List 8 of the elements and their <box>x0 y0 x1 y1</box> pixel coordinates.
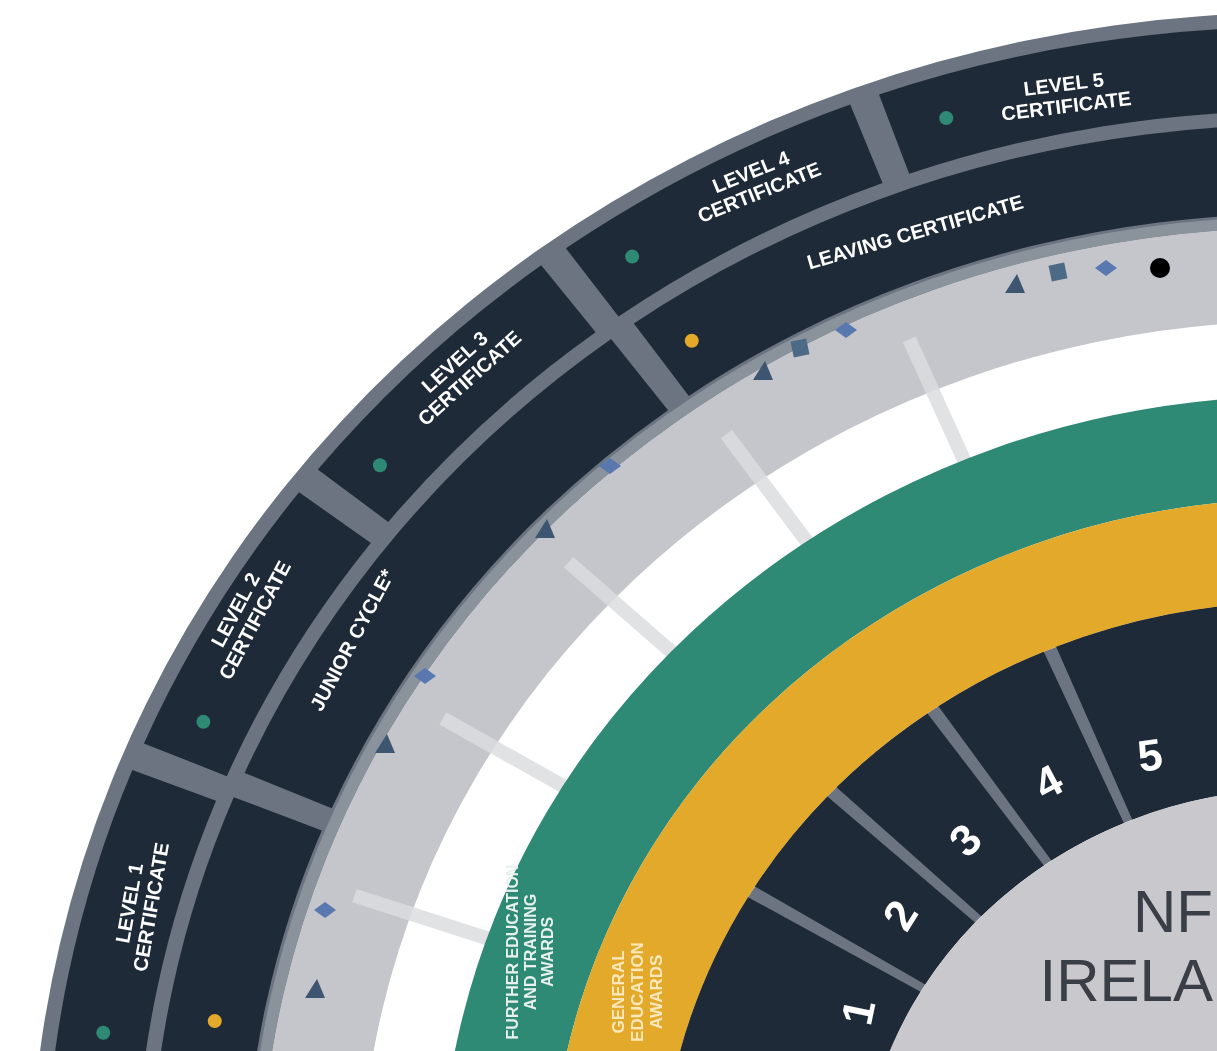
level-number: 2 <box>872 891 928 939</box>
level-number: 3 <box>939 813 991 867</box>
level-number: 1 <box>831 994 885 1030</box>
level-number: 4 <box>1025 754 1071 810</box>
level-number: 5 <box>1134 728 1166 781</box>
segment-label: LEVEL 5 CERTIFICATE <box>1000 68 1133 125</box>
center-title: NF IRELA <box>1039 877 1213 1014</box>
band-label: GENERAL EDUCATION AWARDS <box>609 942 666 1042</box>
